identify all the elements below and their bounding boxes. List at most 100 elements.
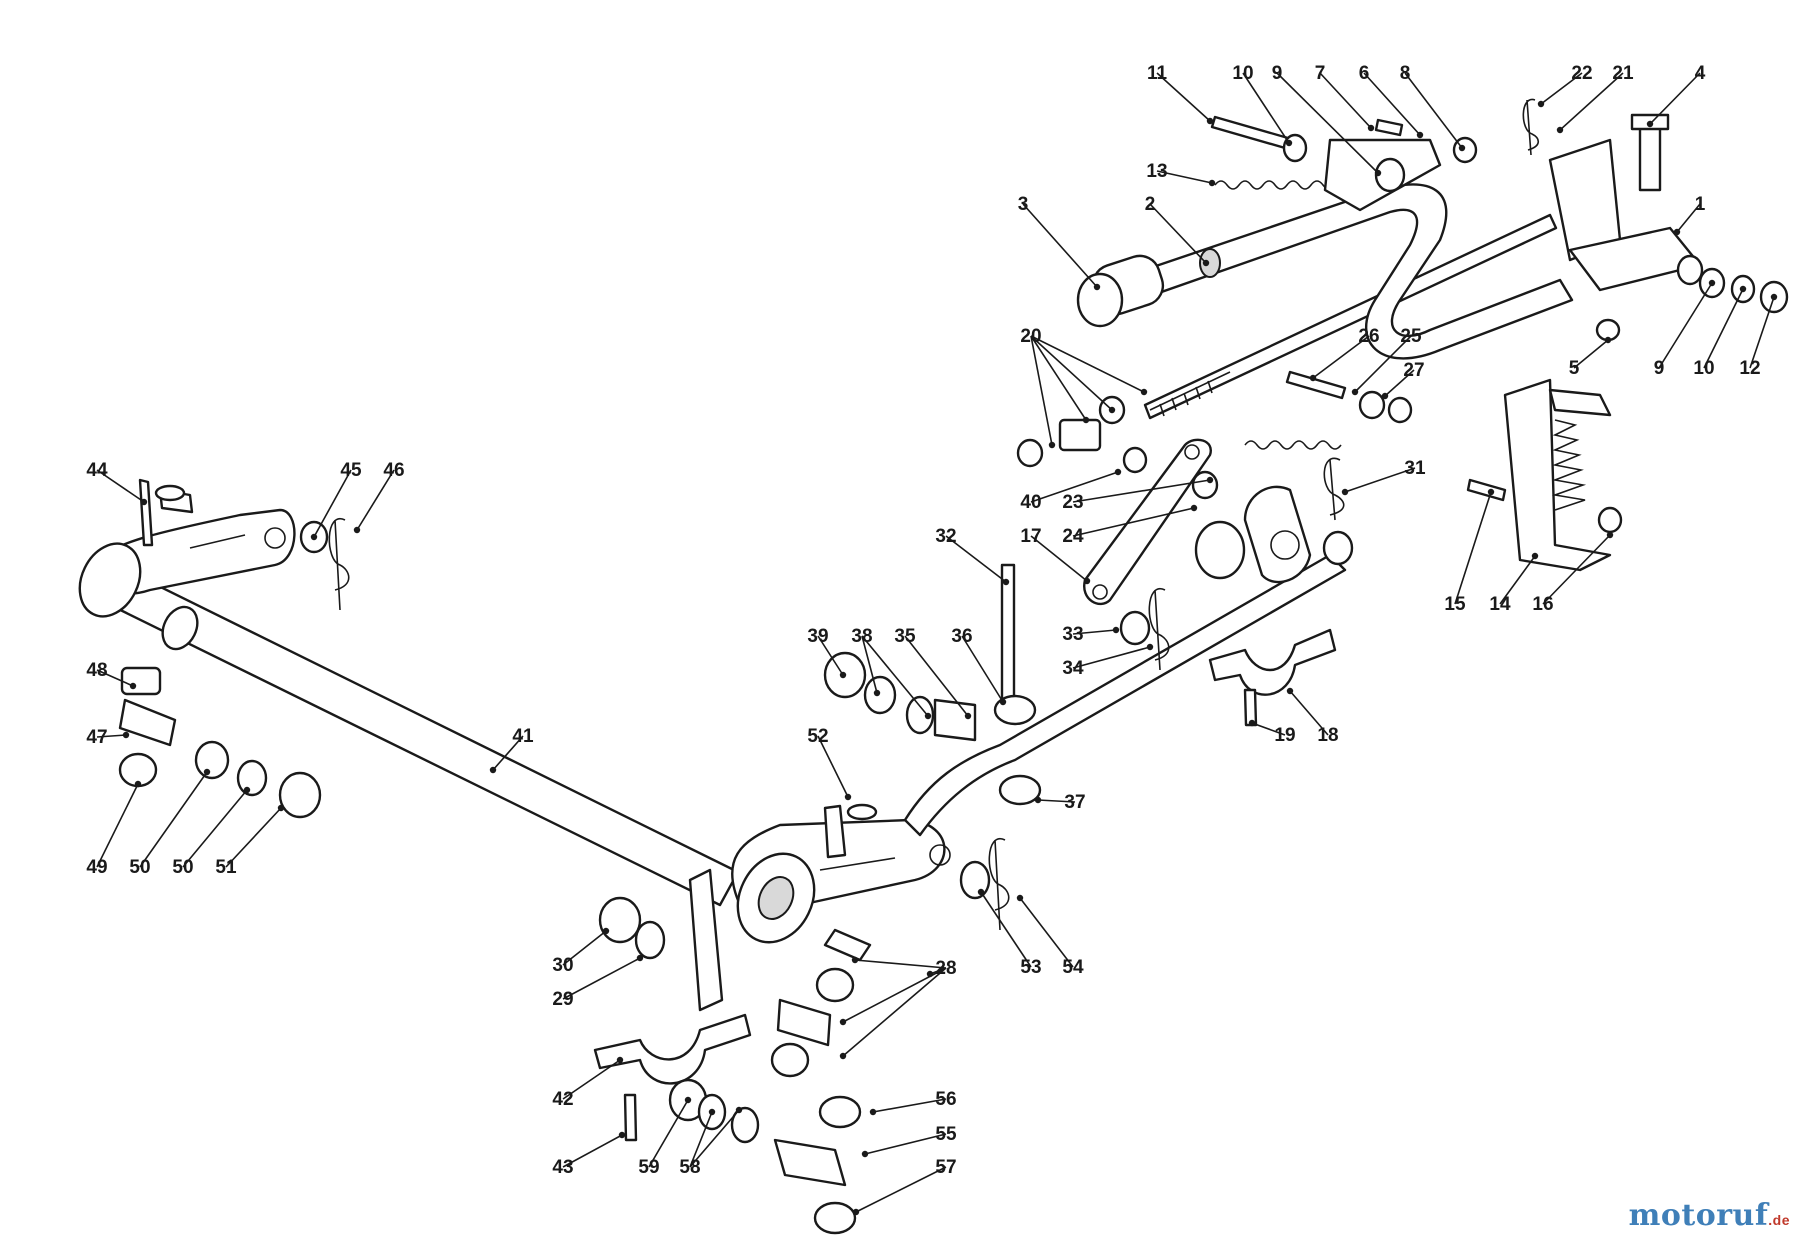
callout-label: 33	[1062, 624, 1083, 645]
callout-leader	[1289, 690, 1329, 736]
callout-label: 43	[552, 1157, 573, 1178]
washers-and-nuts	[118, 520, 1151, 960]
callout-leader	[817, 635, 844, 676]
callout-leader	[1242, 72, 1290, 144]
callout-leader	[842, 967, 947, 1023]
callout-dot	[844, 793, 852, 801]
watermark-brand: motoruf	[1628, 1198, 1769, 1233]
callout-dot	[1034, 796, 1042, 804]
callout-leader	[1559, 72, 1624, 131]
callout-leader	[1749, 296, 1775, 369]
callout-dot	[1146, 643, 1154, 651]
callout-dot	[1556, 126, 1564, 134]
callout-label: 9	[1272, 63, 1283, 84]
callout-label: 55	[935, 1124, 957, 1145]
callout-leader	[1676, 203, 1701, 233]
callout-dot	[134, 780, 142, 788]
callout-leader	[1072, 507, 1195, 537]
callout-leader	[1649, 72, 1701, 125]
lower-spring	[1244, 370, 1413, 450]
callout-dot	[1708, 279, 1716, 287]
callout-leader	[689, 1111, 713, 1168]
callout-leader	[1030, 471, 1119, 503]
callout-leader	[1312, 335, 1370, 379]
callout-label: 17	[1020, 526, 1041, 547]
callout-dot	[1487, 488, 1495, 496]
callout-leader	[1344, 467, 1416, 493]
callout-leader	[980, 891, 1032, 968]
callout-dot	[1537, 100, 1545, 108]
watermark-logo: motoruf.de	[1629, 1198, 1790, 1233]
callout-dot	[852, 1208, 860, 1216]
callout-label: 6	[1359, 63, 1370, 84]
clip-pins	[328, 99, 1540, 931]
callout-dot	[851, 956, 859, 964]
callout-leader	[961, 635, 1004, 703]
callout-label: 18	[1317, 725, 1338, 746]
callout-leader	[225, 807, 282, 868]
callout-dot	[1381, 392, 1389, 400]
callout-leader	[1022, 203, 1098, 288]
callout-leader	[1030, 535, 1088, 582]
callout-leader	[817, 735, 849, 798]
callout-dot	[964, 712, 972, 720]
callout-leader	[1037, 799, 1076, 803]
callout-leader	[1540, 72, 1583, 105]
callout-dot	[839, 1052, 847, 1060]
callout-dot	[129, 682, 137, 690]
handle-lever	[1076, 183, 1574, 360]
callout-dot	[1048, 441, 1056, 449]
callout-dot	[1458, 144, 1466, 152]
callout-dot	[1285, 139, 1293, 147]
callout-leader	[1156, 170, 1213, 184]
left-lever-arm	[78, 478, 296, 651]
callout-leader	[1019, 897, 1074, 968]
callout-label: 51	[215, 857, 237, 878]
callout-leader	[1499, 555, 1536, 605]
callout-label: 56	[935, 1089, 956, 1110]
callout-leader	[1276, 72, 1379, 174]
callout-leader	[1030, 335, 1113, 411]
callout-leader	[492, 735, 524, 771]
callout-label: 37	[1064, 792, 1085, 813]
callout-dot	[1604, 336, 1612, 344]
watermark-tld: .de	[1768, 1212, 1790, 1228]
callout-label: 21	[1612, 63, 1634, 84]
callout-label: 50	[129, 857, 150, 878]
callout-label: 39	[807, 626, 828, 647]
callout-leader	[1251, 722, 1286, 736]
callout-dot	[616, 1056, 624, 1064]
callout-dot	[1341, 488, 1349, 496]
callout-leader	[96, 469, 145, 503]
lower-hardware	[668, 928, 872, 1235]
callout-dot	[1416, 131, 1424, 139]
callout-dot	[122, 731, 130, 739]
callout-dot	[1202, 259, 1210, 267]
callout-leader	[1030, 335, 1087, 421]
callout-dot	[1351, 388, 1359, 396]
callout-leader	[861, 635, 878, 694]
callout-label: 36	[951, 626, 972, 647]
callout-label: 1	[1695, 194, 1706, 215]
callout-dot	[1248, 719, 1256, 727]
callout-dot	[1190, 504, 1198, 512]
callout-leader	[689, 1109, 740, 1168]
callout-leader	[96, 734, 127, 738]
callout-label: 53	[1020, 957, 1041, 978]
callout-label: 27	[1403, 360, 1424, 381]
callout-label: 35	[894, 626, 916, 647]
callout-label: 20	[1020, 326, 1041, 347]
callout-dot	[1606, 531, 1614, 539]
linkage-rod	[903, 530, 1354, 837]
callout-label: 28	[935, 958, 956, 979]
callout-dot	[861, 1150, 869, 1158]
callout-dot	[735, 1106, 743, 1114]
callout-label: 52	[807, 726, 828, 747]
callout-label: 58	[679, 1157, 700, 1178]
callout-leader	[182, 789, 248, 868]
callout-dot	[203, 768, 211, 776]
callout-leader	[842, 967, 947, 1057]
callout-dot	[708, 1108, 716, 1116]
callout-label: 30	[552, 955, 573, 976]
callout-label: 29	[552, 989, 573, 1010]
